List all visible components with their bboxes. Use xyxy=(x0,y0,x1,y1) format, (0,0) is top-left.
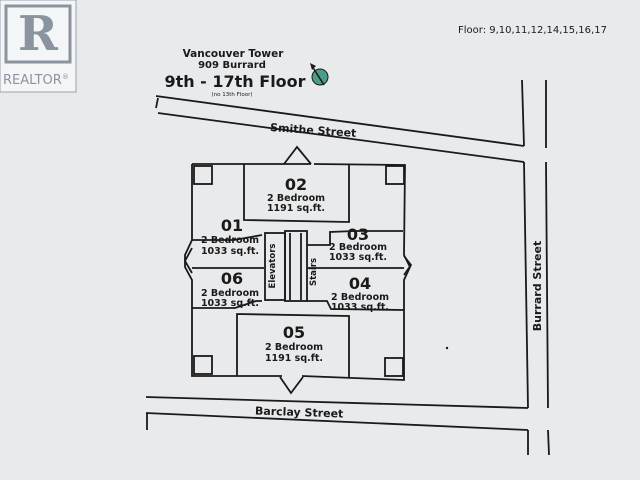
realtor-logo-icon: R xyxy=(4,4,72,64)
unit-01: 01 2 Bedroom 1033 sq.ft. xyxy=(201,216,259,257)
unit-number: 05 xyxy=(283,323,305,342)
unit-area: 1191 sq.ft. xyxy=(267,203,325,214)
street-label-top: Smithe Street xyxy=(270,121,357,140)
unit-03: 03 2 Bedroom 1033 sq.ft. xyxy=(329,225,387,263)
street-lines xyxy=(145,79,550,456)
unit-bedrooms: 2 Bedroom xyxy=(265,342,323,353)
building-outline xyxy=(183,145,413,395)
floors-list: Floor: 9,10,11,12,14,15,16,17 xyxy=(458,25,607,36)
svg-text:R: R xyxy=(18,6,59,62)
street-label-bottom: Barclay Street xyxy=(255,404,344,420)
building-address: 909 Burrard xyxy=(198,60,266,71)
floor-range-title: 9th - 17th Floor xyxy=(164,72,305,91)
unit-number: 03 xyxy=(347,225,369,244)
unit-04: 04 2 Bedroom 1033 sq.ft. xyxy=(331,274,389,313)
unit-06: 06 2 Bedroom 1033 sq.ft. xyxy=(201,269,259,309)
unit-bedrooms: 2 Bedroom xyxy=(331,292,389,303)
unit-number: 04 xyxy=(349,274,371,293)
unit-number: 01 xyxy=(221,216,243,235)
floor-note: (no 13th Floor) xyxy=(212,92,253,98)
core-elevators: Elevators xyxy=(268,244,278,289)
unit-number: 02 xyxy=(285,175,307,194)
unit-area: 1033 sq.ft. xyxy=(201,298,259,309)
unit-area: 1033 sq.ft. xyxy=(201,246,259,257)
unit-bedrooms: 2 Bedroom xyxy=(329,242,387,253)
realtor-wordmark: REALTOR® xyxy=(3,73,69,88)
compass-north-icon xyxy=(310,63,329,86)
unit-02: 02 2 Bedroom 1191 sq.ft. xyxy=(267,175,325,214)
unit-bedrooms: 2 Bedroom xyxy=(201,288,259,299)
unit-05: 05 2 Bedroom 1191 sq.ft. xyxy=(265,323,323,364)
core-stairs: Stairs xyxy=(309,258,319,286)
street-label-right: Burrard Street xyxy=(531,241,544,331)
realtor-watermark: R REALTOR® xyxy=(0,0,77,93)
unit-area: 1033 sq.ft. xyxy=(329,252,387,263)
unit-area: 1033 sq.ft. xyxy=(331,302,389,313)
building-name: Vancouver Tower xyxy=(183,48,285,60)
unit-area: 1191 sq.ft. xyxy=(265,353,323,364)
unit-bedrooms: 2 Bedroom xyxy=(201,235,259,246)
unit-bedrooms: 2 Bedroom xyxy=(267,193,325,204)
stray-dot xyxy=(445,346,449,350)
unit-number: 06 xyxy=(221,269,243,288)
